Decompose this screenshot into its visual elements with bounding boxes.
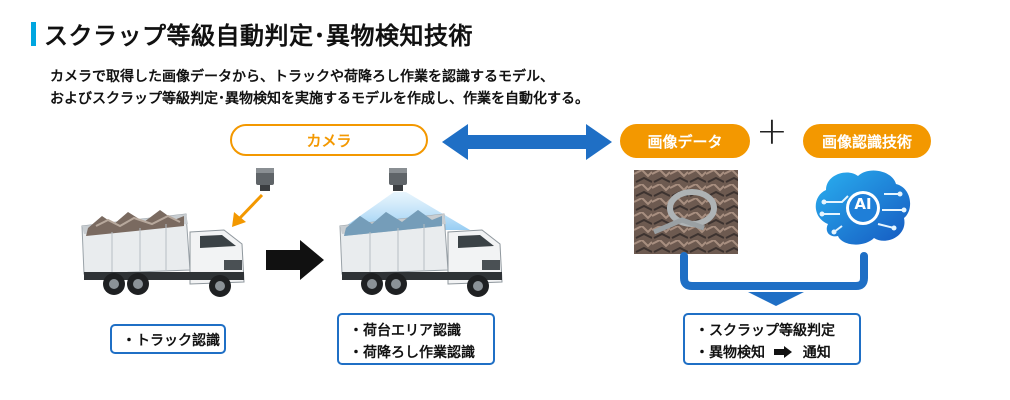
page-title: スクラップ等級自動判定･異物検知技術	[44, 22, 473, 50]
ai-brain-icon	[815, 170, 911, 245]
image-data-label: 画像データ	[620, 124, 750, 158]
dump-truck-image	[81, 210, 245, 297]
description-line-2: およびスクラップ等級判定･異物検知を実施するモデルを作成し、作業を自動化する。	[50, 91, 589, 107]
box-item-text: 通知	[802, 345, 831, 361]
camera-device-icon	[256, 168, 274, 191]
scrap-grading-box: ・スクラップ等級判定 ・異物検知 通知	[683, 313, 861, 365]
box-item: ・荷降ろし作業認識	[349, 345, 475, 361]
box-item: ・スクラップ等級判定	[695, 323, 835, 339]
image-recognition-tech-label: 画像認識技術	[803, 124, 931, 158]
loading-recognition-box: ・荷台エリア認識 ・荷降ろし作業認識	[337, 313, 495, 365]
title-accent-bar	[31, 22, 36, 46]
box-item-with-arrow: ・異物検知 通知	[695, 342, 849, 364]
description-line-1: カメラで取得した画像データから、トラックや荷降ろし作業を認識するモデル、	[50, 69, 554, 85]
double-arrow-icon	[442, 124, 612, 160]
box-item-text: ・異物検知	[695, 345, 765, 361]
merge-down-arrow-icon	[680, 252, 868, 306]
dump-truck-scanned-image	[339, 210, 503, 297]
orange-pointer-arrow-icon	[232, 193, 264, 227]
scrap-photo-image	[634, 170, 738, 254]
right-arrow-icon	[773, 346, 792, 358]
camera-label: カメラ	[230, 124, 428, 156]
box-item: ・荷台エリア認識	[349, 323, 461, 339]
box-item: ・トラック認識	[122, 333, 220, 349]
process-arrow-icon	[266, 240, 324, 280]
camera-device-icon	[389, 168, 407, 191]
plus-sign: +	[756, 109, 788, 153]
truck-recognition-box: ・トラック認識	[110, 324, 226, 354]
ai-label: AI	[854, 195, 872, 213]
